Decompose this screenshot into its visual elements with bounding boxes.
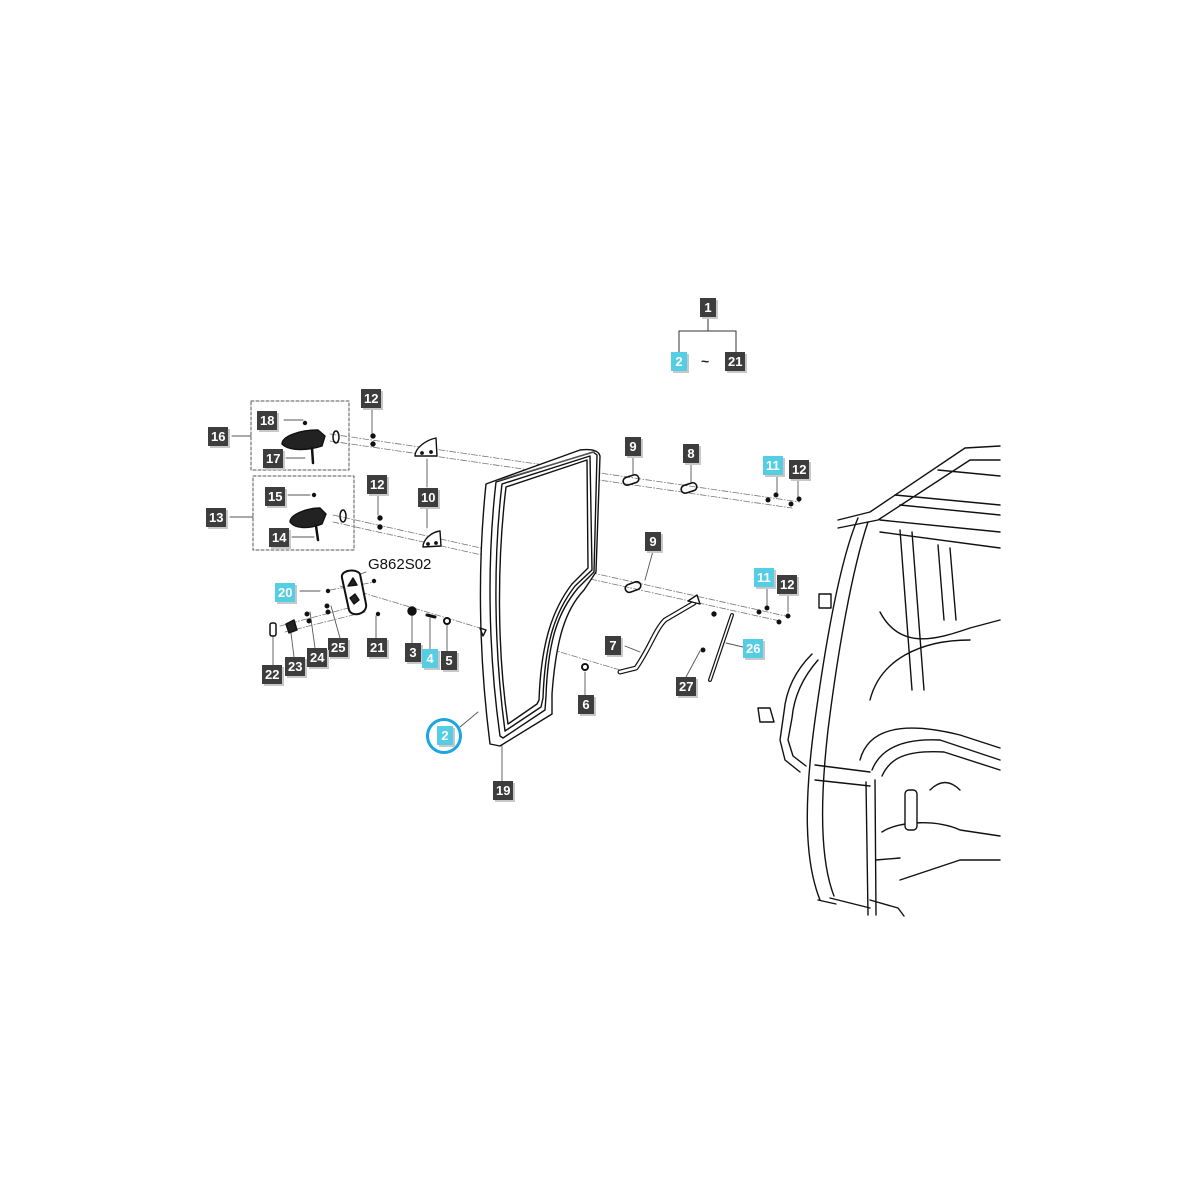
part-callout-25[interactable]: 25	[328, 638, 349, 657]
part-callout-27[interactable]: 27	[676, 677, 697, 696]
part-callout-14[interactable]: 14	[269, 528, 290, 547]
part-callout-2[interactable]: 2	[671, 352, 687, 371]
part-callout-26[interactable]: 26	[743, 639, 764, 658]
part-callout-16[interactable]: 16	[208, 427, 229, 446]
part-callout-11[interactable]: 11	[754, 568, 774, 587]
handle-assembly-box-13	[252, 475, 355, 551]
part-callout-19[interactable]: 19	[493, 781, 514, 800]
part-callout-23[interactable]: 23	[285, 657, 306, 676]
door-glass-part-2	[479, 448, 601, 747]
part-callout-10[interactable]: 10	[418, 488, 439, 507]
part-callout-3[interactable]: 3	[405, 643, 421, 662]
part-callout-24[interactable]: 24	[307, 648, 328, 667]
part-callout-13[interactable]: 13	[206, 508, 227, 527]
part-callout-5[interactable]: 5	[441, 651, 457, 670]
part-callout-12[interactable]: 12	[789, 460, 810, 479]
selected-part-highlight-ring	[426, 718, 462, 754]
part-callout-9[interactable]: 9	[645, 532, 661, 551]
part-callout-21[interactable]: 21	[367, 638, 388, 657]
part-callout-17[interactable]: 17	[263, 449, 284, 468]
part-callout-22[interactable]: 22	[262, 665, 283, 684]
part-callout-15[interactable]: 15	[265, 487, 286, 506]
part-callout-11[interactable]: 11	[763, 456, 783, 475]
range-separator: ~	[701, 353, 710, 369]
part-callout-4[interactable]: 4	[422, 649, 438, 668]
part-callout-20[interactable]: 20	[275, 583, 296, 602]
latch-plate	[325, 569, 381, 617]
part-callout-12[interactable]: 12	[367, 475, 388, 494]
tractor-cab-frame	[757, 445, 1001, 917]
hierarchy-bracket	[678, 316, 737, 353]
part-callout-6[interactable]: 6	[578, 695, 594, 714]
part-callout-18[interactable]: 18	[257, 411, 278, 430]
part-callout-12[interactable]: 12	[361, 389, 382, 408]
part-callout-12[interactable]: 12	[777, 575, 798, 594]
handle-assembly-box-16	[250, 400, 350, 471]
part-callout-7[interactable]: 7	[605, 636, 621, 655]
part-callout-21[interactable]: 21	[725, 352, 746, 371]
reference-code-label: G862S02	[368, 556, 432, 573]
part-callout-8[interactable]: 8	[683, 444, 699, 463]
part-callout-9[interactable]: 9	[625, 437, 641, 456]
part-callout-2[interactable]: 2	[437, 726, 453, 745]
part-callout-1[interactable]: 1	[700, 298, 716, 317]
